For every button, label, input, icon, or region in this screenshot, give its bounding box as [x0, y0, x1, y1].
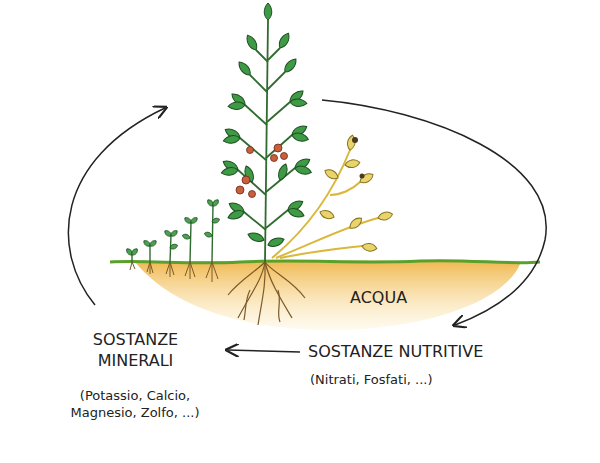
water-label: ACQUA: [350, 288, 460, 309]
soil: [135, 261, 520, 330]
cycle-arrow: [68, 108, 165, 305]
cycle-arrows: [68, 100, 546, 352]
group-list: (Potassio, Calcio, Magnesio, Zolfo, ...): [45, 388, 225, 422]
ground-line: [110, 261, 540, 263]
group-heading: SOSTANZE MINERALI: [78, 330, 193, 372]
main-plant: [221, 3, 313, 262]
group-heading: SOSTANZE NUTRITIVE: [308, 342, 568, 363]
cycle-arrow: [228, 350, 300, 352]
seedlings: [125, 198, 220, 282]
cycle-arrow: [322, 100, 546, 325]
group-list: (Nitrati, Fosfati, ...): [310, 372, 530, 389]
roots: [228, 262, 305, 325]
withered-plant: [272, 135, 393, 258]
